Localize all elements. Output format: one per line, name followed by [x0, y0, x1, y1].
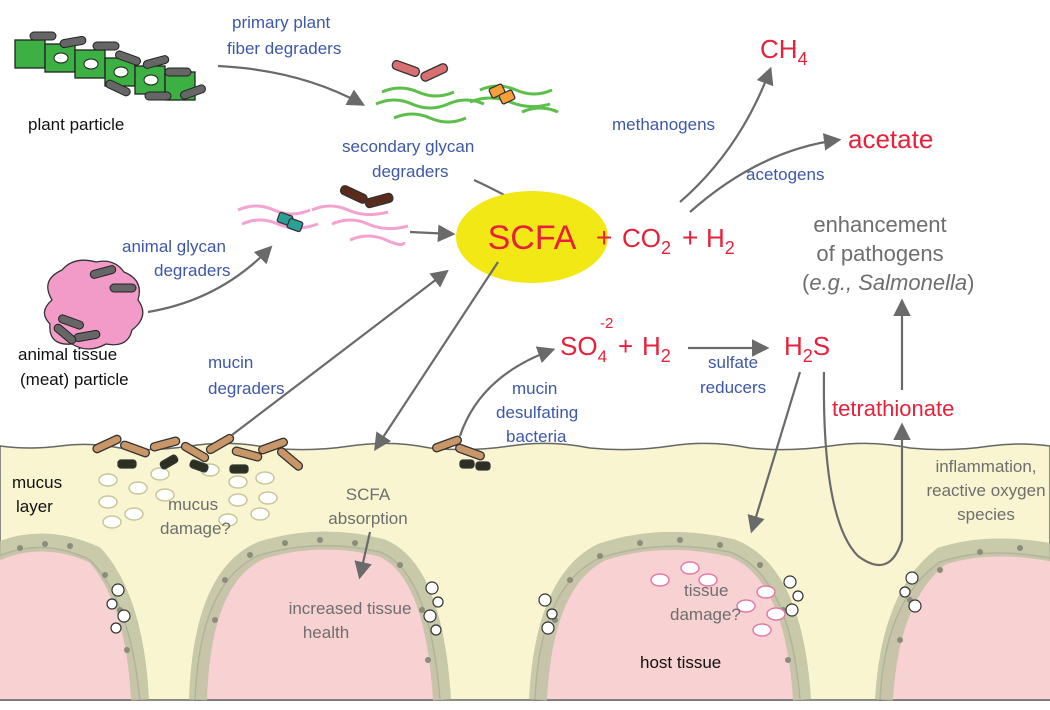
mucus-damage-ovals [98, 463, 278, 529]
sulfate-reducers-label-1: sulfate [708, 353, 758, 372]
secondary-degraders-label-1: secondary glycan [342, 137, 474, 156]
host-tissue-label: host tissue [640, 653, 721, 672]
tissue-damage-ovals [650, 561, 786, 637]
animal-tissue-label-2: (meat) particle [20, 370, 129, 389]
h2-label: H2 [706, 223, 735, 258]
scfa-label: SCFA [488, 219, 577, 257]
co2-label: CO2 [622, 223, 671, 258]
mucus-damage-label-1: mucus [168, 495, 218, 514]
animal-tissue-label-1: animal tissue [18, 345, 117, 364]
sulfate-reducers-label-2: reducers [700, 378, 766, 397]
acetogens-label: acetogens [746, 165, 824, 184]
acetate-label: acetate [848, 124, 933, 154]
h2-label-2: H2 [642, 331, 671, 366]
scfa-absorption-label-2: absorption [328, 509, 407, 528]
so4-charge: -2 [600, 315, 613, 332]
inflammation-label-3: species [957, 505, 1015, 524]
so4-label: SO4 [560, 331, 607, 366]
scfa-bubble [456, 191, 608, 283]
arrow-plant-to-glycans [217, 64, 366, 106]
plant-glycans [375, 84, 559, 124]
arrow-to-acetate [689, 133, 842, 213]
plant-particle [14, 31, 206, 101]
meat-particle [43, 259, 144, 350]
tissue-damage-label-1: tissue [684, 581, 728, 600]
inflammation-label-2: reactive oxygen [926, 481, 1045, 500]
mucin-desulf-label-1: mucin [512, 379, 557, 398]
mucin-desulf-label-3: bacteria [506, 427, 567, 446]
mucin-degraders-label-2: degraders [208, 379, 285, 398]
mucin-degraders-label-1: mucin [208, 353, 253, 372]
animal-glycans [237, 204, 409, 247]
inflammation-label-1: inflammation, [935, 457, 1036, 476]
mucin-desulf-label-2: desulfating [496, 403, 578, 422]
secondary-degraders-label-2: degraders [372, 162, 449, 181]
tissue-health-label-2: health [303, 623, 349, 642]
gut-wall [0, 442, 1050, 701]
arrow-to-ch4 [679, 66, 774, 203]
goblet-cells [106, 571, 922, 636]
plus-sign-2: + [682, 222, 698, 253]
plus-sign-1: + [596, 222, 612, 253]
primary-degraders-label-1: primary plant [232, 13, 331, 32]
arrow-absorption-to-health [354, 531, 372, 580]
arrow-h2s-to-tetrathionate [822, 371, 911, 566]
mucus-layer-label-1: mucus [12, 473, 62, 492]
primary-degrader-bacteria [391, 59, 516, 105]
arrow-mucin-to-scfa [231, 269, 449, 436]
animal-glycan-label-1: animal glycan [122, 237, 226, 256]
arrow-h2s-to-tissue [747, 371, 802, 534]
tissue-health-label-1: increased tissue [289, 599, 412, 618]
tetrathionate-label: tetrathionate [832, 396, 954, 421]
enhancement-label-3: (e.g., Salmonella) [802, 270, 974, 295]
arrow-desulfating-to-so4 [458, 346, 556, 437]
arrow-animal-glycans-to-scfa [409, 224, 456, 243]
mucin-degrader-bacteria [92, 433, 304, 474]
primary-degraders-label-2: fiber degraders [227, 39, 341, 58]
ch4-label: CH4 [760, 34, 808, 69]
h2s-label: H2S [784, 331, 830, 366]
enhancement-label-1: enhancement [813, 212, 946, 237]
scfa-absorption-label-1: SCFA [346, 485, 391, 504]
mucus-layer-label-2: layer [16, 497, 53, 516]
tissue-damage-label-2: damage? [670, 605, 741, 624]
methanogens-label: methanogens [612, 115, 715, 134]
enhancement-label-2: of pathogens [816, 241, 943, 266]
animal-glycan-bacteria [276, 185, 394, 233]
plant-particle-label: plant particle [28, 115, 124, 134]
epithelium-cell-dots [17, 537, 1023, 663]
mucin-desulfating-bacteria [432, 435, 491, 471]
arrow-scfa-to-absorption [374, 261, 499, 451]
arrow-meat-to-animal-glycans [147, 245, 273, 314]
animal-glycan-label-2: degraders [154, 261, 231, 280]
mucus-damage-label-2: damage? [160, 519, 231, 538]
plus-sign-3: + [618, 331, 633, 361]
